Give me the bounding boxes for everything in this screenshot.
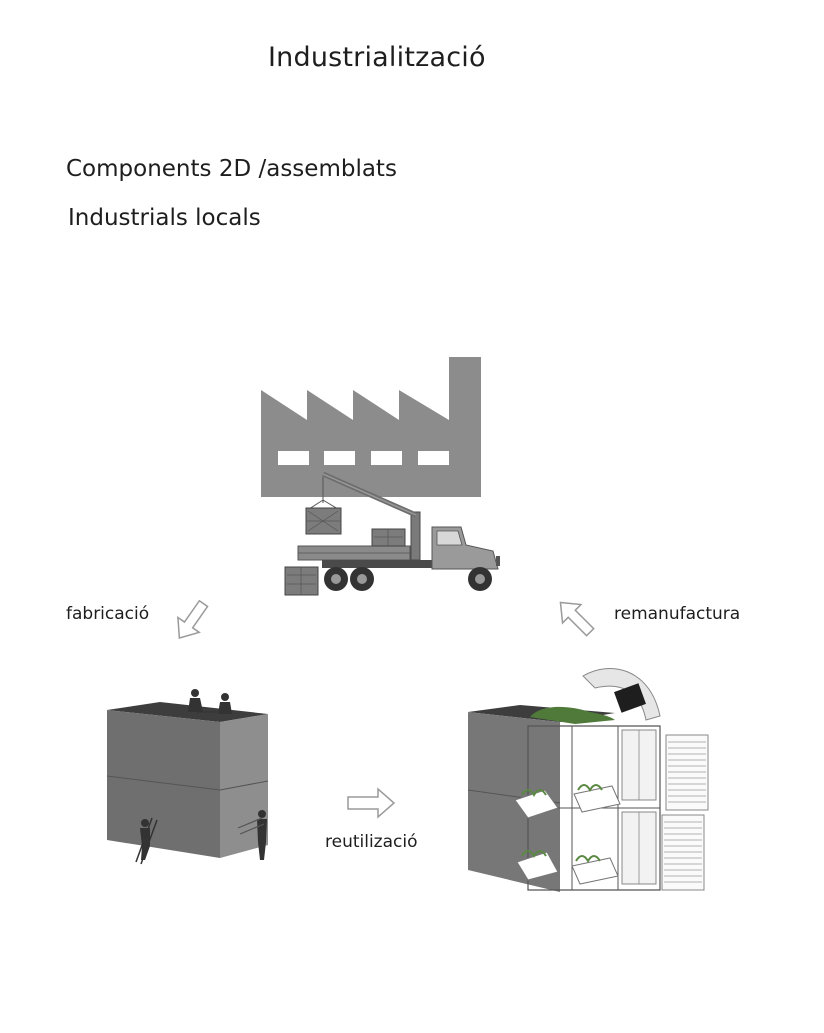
label-fabrication: fabricació xyxy=(66,604,150,624)
page-title: Industrialització xyxy=(268,42,486,73)
remanufacture-arrow-icon xyxy=(559,601,595,637)
worker-icon xyxy=(135,689,267,865)
subtitle-components: Components 2D /assemblats xyxy=(66,156,397,182)
truck-crane-icon xyxy=(284,471,500,596)
subtitle-industrials: Industrials locals xyxy=(68,205,261,231)
factory-icon xyxy=(261,357,481,497)
label-reuse: reutilizació xyxy=(325,832,418,852)
modular-building-icon xyxy=(467,668,709,892)
modular-block-icon xyxy=(106,702,269,858)
label-remanufacture: remanufactura xyxy=(614,604,741,624)
reuse-arrow-icon xyxy=(347,787,396,819)
fabrication-arrow-icon xyxy=(177,599,209,639)
